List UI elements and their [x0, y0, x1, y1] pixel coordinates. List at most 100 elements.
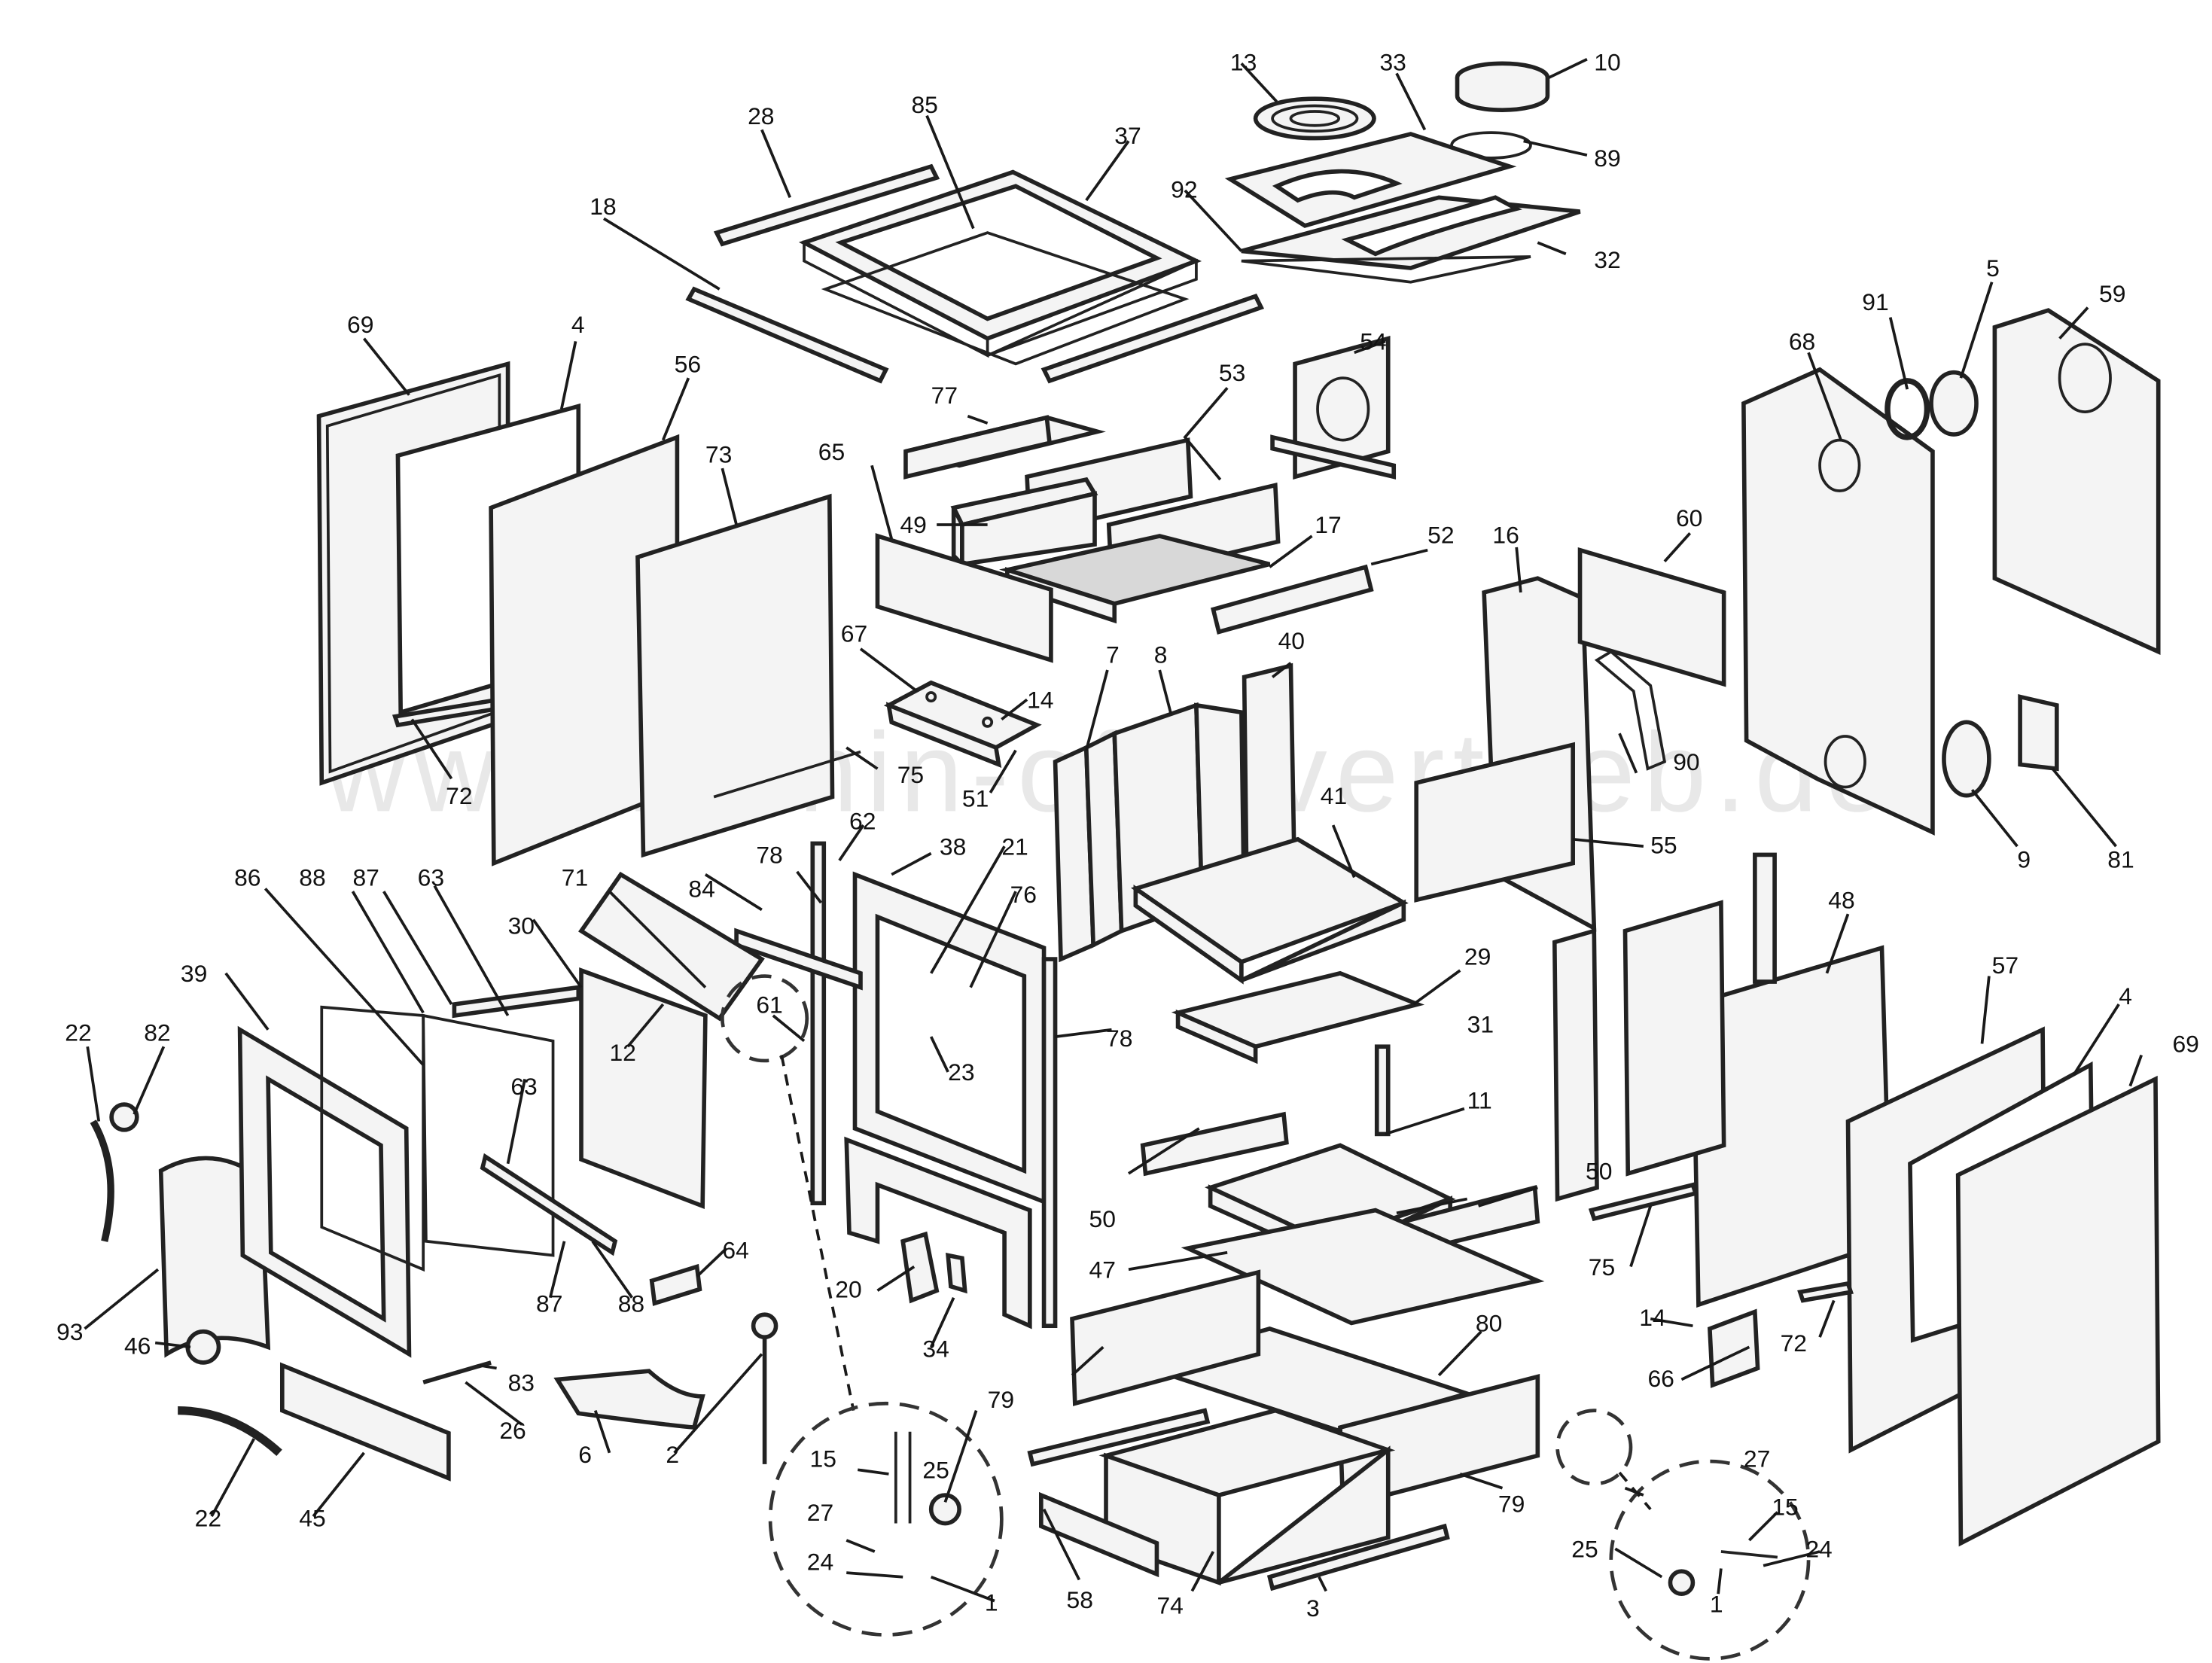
part-label-22: 22 — [195, 1504, 221, 1531]
part-label-78: 78 — [1106, 1025, 1132, 1052]
part-label-85: 85 — [911, 91, 937, 118]
part-label-56: 56 — [675, 351, 701, 378]
grate-ash-parts — [1130, 836, 1540, 1262]
part-label-47: 47 — [1089, 1256, 1116, 1284]
part-label-64: 64 — [722, 1236, 748, 1263]
part-label-89: 89 — [1594, 145, 1620, 172]
part-label-87: 87 — [536, 1290, 562, 1317]
part-label-24: 24 — [807, 1548, 833, 1575]
door-assembly — [90, 871, 778, 1482]
part-label-55: 55 — [1650, 832, 1677, 859]
part-label-46: 46 — [124, 1333, 151, 1360]
part-label-26: 26 — [499, 1417, 526, 1444]
part-label-22: 22 — [65, 1019, 91, 1046]
part-label-52: 52 — [1427, 521, 1454, 548]
part-label-28: 28 — [748, 102, 774, 129]
part-number-labels: 13 33 10 89 32 92 28 85 37 18 69 4 56 73… — [56, 49, 2199, 1622]
part-label-58: 58 — [1067, 1586, 1093, 1613]
part-label-2: 2 — [666, 1441, 679, 1468]
part-label-86: 86 — [234, 864, 261, 891]
part-label-16: 16 — [1492, 521, 1519, 548]
part-label-34: 34 — [922, 1335, 949, 1362]
part-label-30: 30 — [508, 912, 535, 939]
part-label-25: 25 — [922, 1457, 949, 1484]
part-label-13: 13 — [1230, 49, 1257, 76]
right-side-parts — [1414, 308, 2161, 1547]
part-label-82: 82 — [144, 1019, 170, 1046]
part-label-5: 5 — [1986, 254, 2000, 282]
part-label-15: 15 — [1772, 1493, 1798, 1520]
part-label-75: 75 — [897, 761, 924, 788]
part-label-63: 63 — [510, 1073, 537, 1100]
part-label-93: 93 — [56, 1318, 83, 1345]
part-label-69: 69 — [347, 311, 373, 338]
part-label-11: 11 — [1467, 1087, 1492, 1114]
part-label-4: 4 — [571, 311, 585, 338]
part-label-1: 1 — [1710, 1591, 1723, 1618]
bracket-51 — [713, 680, 1042, 799]
part-label-77: 77 — [931, 382, 958, 409]
part-label-40: 40 — [1278, 627, 1305, 654]
part-label-80: 80 — [1476, 1310, 1502, 1337]
part-label-75: 75 — [1589, 1253, 1615, 1281]
part-label-71: 71 — [562, 864, 588, 891]
part-label-74: 74 — [1156, 1591, 1183, 1619]
part-label-79: 79 — [988, 1386, 1014, 1413]
part-label-78: 78 — [756, 842, 782, 869]
detail-callouts — [721, 974, 1811, 1661]
part-label-3: 3 — [1306, 1594, 1320, 1622]
part-label-88: 88 — [618, 1290, 644, 1317]
part-label-48: 48 — [1828, 887, 1854, 914]
part-label-60: 60 — [1676, 504, 1702, 531]
part-label-59: 59 — [2099, 280, 2125, 307]
part-label-31: 31 — [1467, 1010, 1494, 1037]
part-label-21: 21 — [1001, 833, 1028, 860]
part-label-17: 17 — [1315, 511, 1341, 538]
part-label-38: 38 — [940, 833, 966, 860]
part-label-69: 69 — [2172, 1031, 2198, 1058]
part-label-39: 39 — [181, 960, 207, 987]
part-label-83: 83 — [508, 1369, 535, 1396]
part-label-50: 50 — [1089, 1205, 1116, 1232]
part-label-73: 73 — [705, 441, 732, 468]
part-label-14: 14 — [1639, 1304, 1665, 1331]
part-label-33: 33 — [1379, 49, 1406, 76]
leader-lines — [84, 58, 2143, 1603]
part-label-8: 8 — [1154, 641, 1168, 669]
part-label-14: 14 — [1027, 687, 1053, 714]
part-label-53: 53 — [1219, 359, 1245, 386]
part-label-1: 1 — [985, 1589, 998, 1616]
part-label-68: 68 — [1789, 328, 1815, 355]
part-label-25: 25 — [1571, 1535, 1598, 1562]
part-label-84: 84 — [688, 876, 714, 903]
part-label-79: 79 — [1498, 1491, 1525, 1518]
part-label-29: 29 — [1464, 943, 1491, 970]
part-label-9: 9 — [2017, 845, 2031, 873]
part-label-65: 65 — [818, 438, 845, 465]
part-label-4: 4 — [2119, 982, 2132, 1010]
part-label-87: 87 — [352, 864, 379, 891]
part-label-90: 90 — [1673, 748, 1699, 775]
part-label-91: 91 — [1862, 288, 1888, 315]
part-label-51: 51 — [962, 785, 989, 812]
part-label-20: 20 — [835, 1276, 861, 1303]
part-label-45: 45 — [299, 1504, 325, 1531]
part-label-10: 10 — [1594, 49, 1620, 76]
left-side-panels — [316, 361, 835, 867]
part-label-81: 81 — [2107, 845, 2134, 873]
part-label-15: 15 — [810, 1445, 836, 1473]
center-baffles — [875, 335, 1397, 663]
part-label-49: 49 — [900, 511, 926, 538]
cooktop-parts — [1224, 61, 1581, 284]
part-label-66: 66 — [1647, 1365, 1674, 1392]
part-label-88: 88 — [299, 864, 325, 891]
front-frame — [734, 841, 1058, 1329]
part-label-57: 57 — [1992, 952, 2019, 979]
part-label-54: 54 — [1360, 328, 1386, 355]
part-label-72: 72 — [1781, 1329, 1807, 1357]
part-label-24: 24 — [1805, 1535, 1832, 1562]
part-label-6: 6 — [578, 1441, 592, 1468]
part-label-18: 18 — [590, 193, 616, 220]
part-label-50: 50 — [1586, 1157, 1612, 1184]
